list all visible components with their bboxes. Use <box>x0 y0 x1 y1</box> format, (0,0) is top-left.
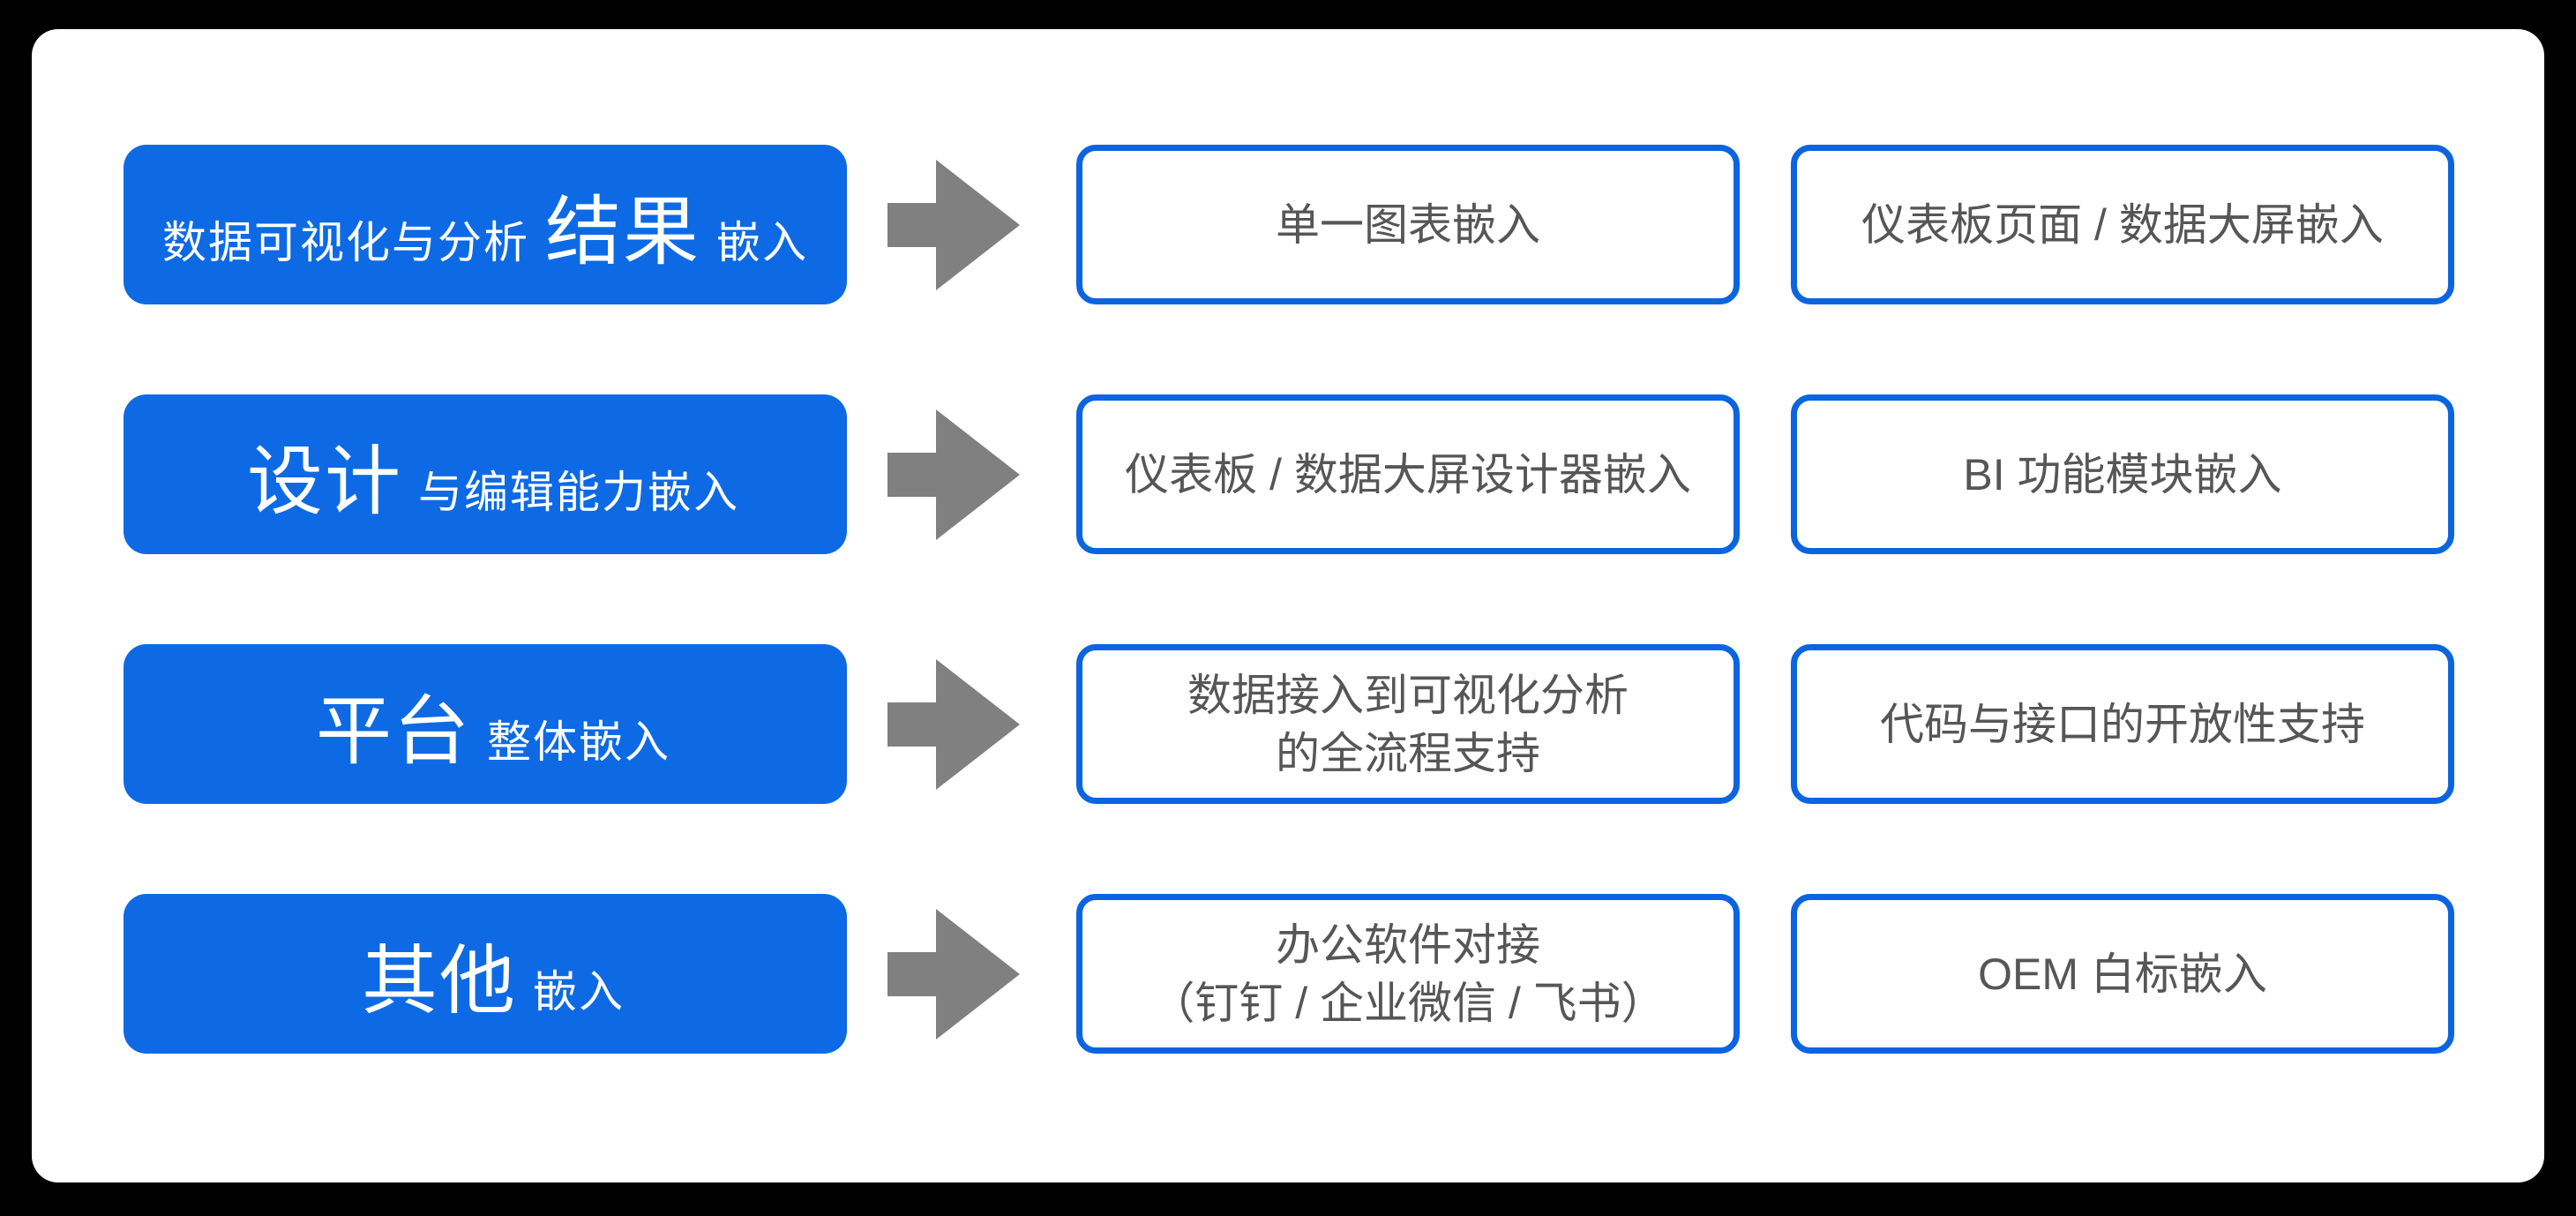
category-emphasis: 平台 <box>316 689 471 774</box>
category-emphasis: 其他 <box>362 939 517 1024</box>
category-suffix: 嵌入 <box>716 218 808 267</box>
target-text-line: OEM 白标嵌入 <box>1978 949 2267 999</box>
target-box-oem-whitelabel: OEM 白标嵌入 <box>1791 894 2454 1054</box>
category-emphasis: 设计 <box>247 439 402 524</box>
category-emphasis: 结果 <box>545 190 700 274</box>
target-text-line: 代码与接口的开放性支持 <box>1880 699 2365 749</box>
target-box-designer-embed: 仪表板 / 数据大屏设计器嵌入 <box>1076 394 1740 554</box>
category-label: 设计与编辑能力嵌入 <box>231 419 739 529</box>
target-box-single-chart: 单一图表嵌入 <box>1076 145 1740 304</box>
category-prefix: 数据可视化与分析 <box>162 218 529 267</box>
target-text-line: 单一图表嵌入 <box>1276 199 1540 250</box>
category-label: 其他嵌入 <box>346 919 625 1029</box>
flow-row-design-embedding: 设计与编辑能力嵌入 仪表板 / 数据大屏设计器嵌入 BI 功能模块嵌入 <box>124 394 2454 554</box>
arrow-right-icon <box>887 908 1020 1040</box>
category-box-platform: 平台整体嵌入 <box>124 644 847 804</box>
target-text-line: 办公软件对接 <box>1276 920 1540 970</box>
target-box-bi-module: BI 功能模块嵌入 <box>1791 394 2454 554</box>
category-box-design: 设计与编辑能力嵌入 <box>124 394 847 554</box>
embedding-flow-diagram: 数据可视化与分析结果嵌入 单一图表嵌入 仪表板页面 / 数据大屏嵌入 设计与编辑… <box>124 145 2454 1054</box>
target-box-full-pipeline: 数据接入到可视化分析 的全流程支持 <box>1076 644 1740 804</box>
target-text-line: 的全流程支持 <box>1276 728 1540 778</box>
arrow-right-icon <box>887 159 1020 291</box>
flow-row-other-embedding: 其他嵌入 办公软件对接 （钉钉 / 企业微信 / 飞书） OEM 白标嵌入 <box>124 894 2454 1054</box>
target-box-dashboard-page: 仪表板页面 / 数据大屏嵌入 <box>1791 145 2454 304</box>
category-suffix: 嵌入 <box>533 967 625 1017</box>
target-text-line: BI 功能模块嵌入 <box>1963 449 2282 499</box>
category-suffix: 整体嵌入 <box>487 717 670 767</box>
category-box-results: 数据可视化与分析结果嵌入 <box>124 145 847 304</box>
category-label: 平台整体嵌入 <box>300 669 670 779</box>
target-text-line: 数据接入到可视化分析 <box>1187 670 1629 720</box>
category-suffix: 与编辑能力嵌入 <box>418 468 739 517</box>
category-label: 数据可视化与分析结果嵌入 <box>162 169 808 280</box>
target-box-open-api: 代码与接口的开放性支持 <box>1791 644 2454 804</box>
target-text-line: 仪表板页面 / 数据大屏嵌入 <box>1861 199 2384 250</box>
category-box-other: 其他嵌入 <box>124 894 847 1054</box>
target-text-line: 仪表板 / 数据大屏设计器嵌入 <box>1125 449 1691 499</box>
flow-row-results-embedding: 数据可视化与分析结果嵌入 单一图表嵌入 仪表板页面 / 数据大屏嵌入 <box>124 145 2454 304</box>
flow-row-platform-embedding: 平台整体嵌入 数据接入到可视化分析 的全流程支持 代码与接口的开放性支持 <box>124 644 2454 804</box>
arrow-right-icon <box>887 409 1020 541</box>
target-text-line: （钉钉 / 企业微信 / 飞书） <box>1150 978 1666 1028</box>
arrow-right-icon <box>887 658 1020 791</box>
target-box-office-software: 办公软件对接 （钉钉 / 企业微信 / 飞书） <box>1076 894 1740 1054</box>
